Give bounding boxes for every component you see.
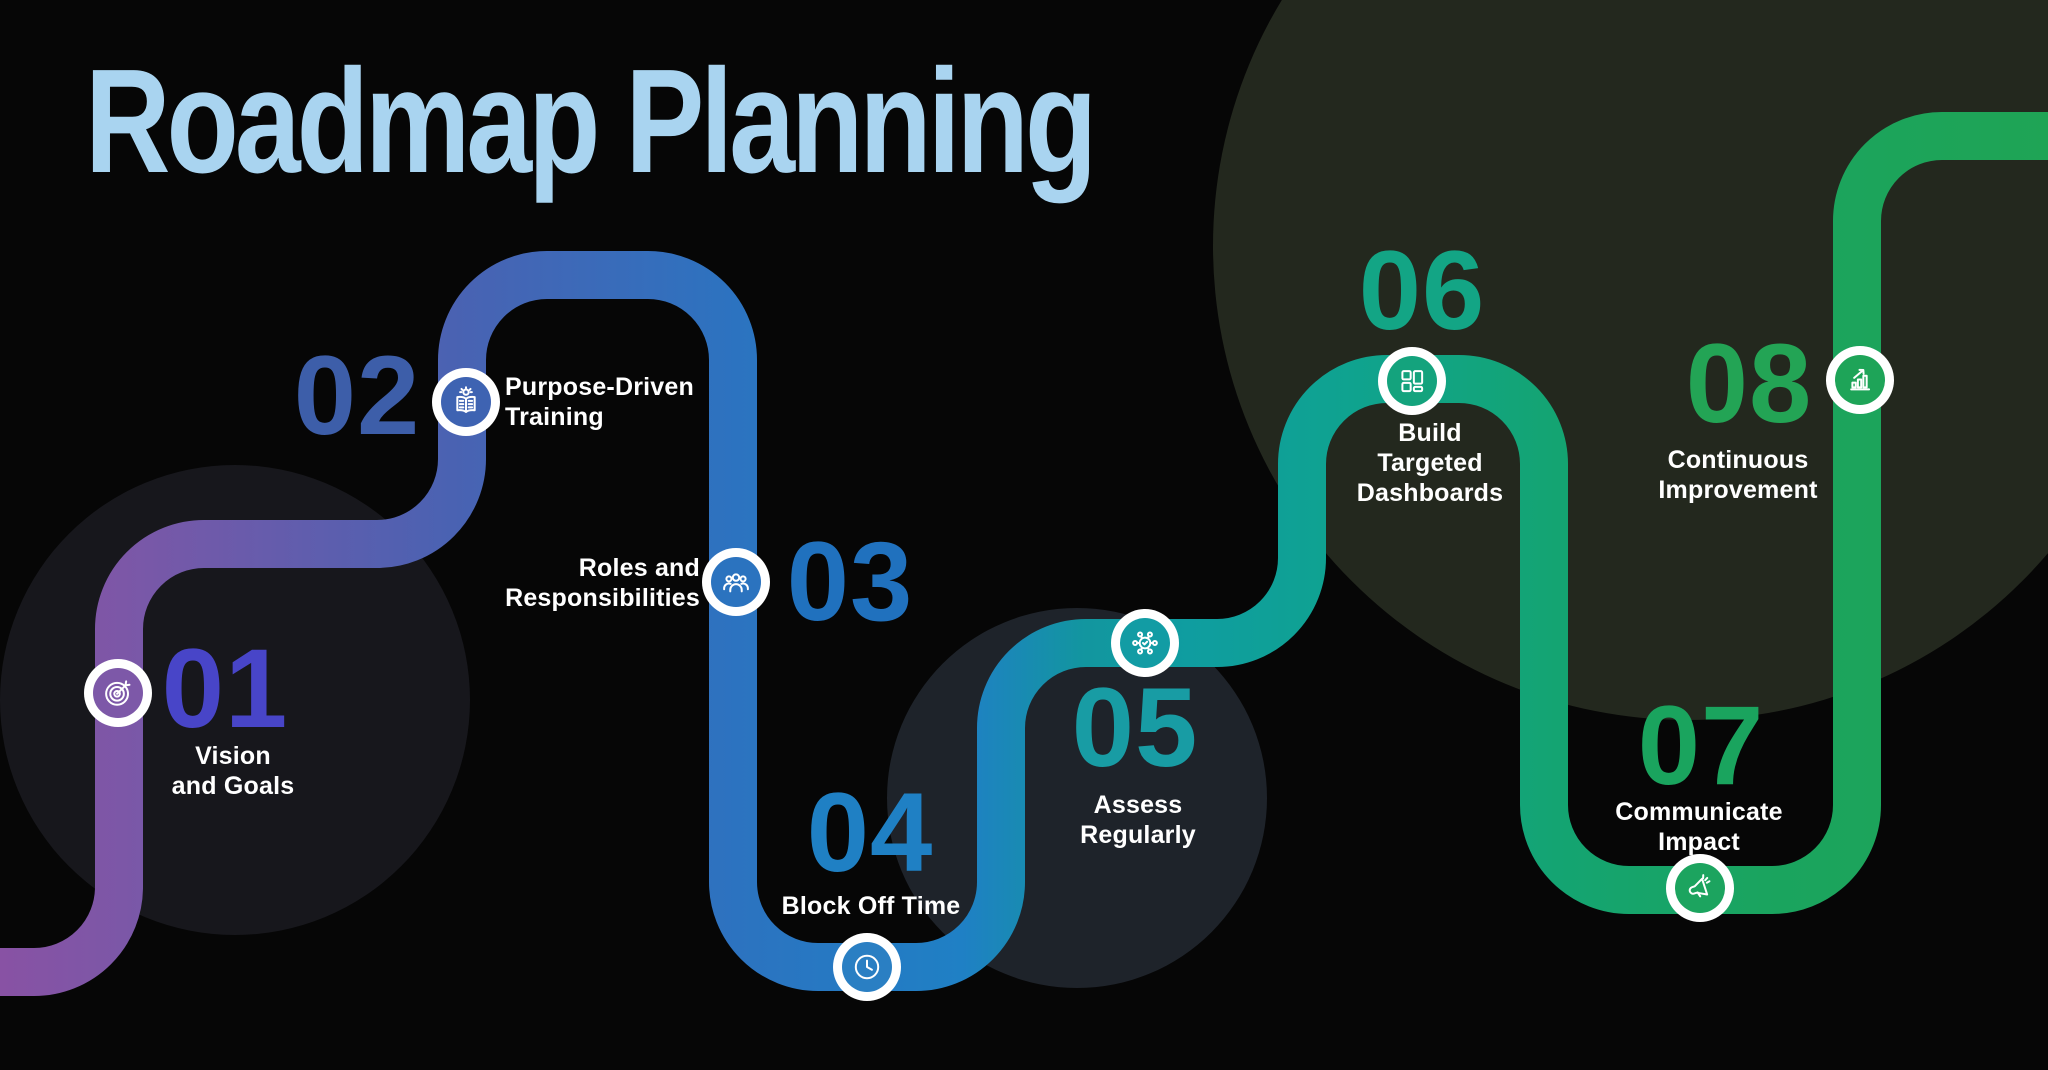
step-07-number: 07 (1637, 683, 1765, 808)
bar-chart-icon (1835, 355, 1885, 405)
step-06-badge (1378, 347, 1446, 415)
clock-icon (842, 942, 892, 992)
road-line (0, 112, 2048, 996)
step-07-badge (1666, 854, 1734, 922)
step-01-number: 01 (161, 626, 289, 751)
step-05-label: Assess Regularly (1080, 791, 1196, 849)
step-08-label: Continuous Improvement (1658, 446, 1818, 504)
step-06-number: 06 (1358, 228, 1486, 353)
step-01-label: Vision and Goals (171, 742, 295, 800)
target-icon (93, 668, 143, 718)
step-07-label: Communicate Impact (1615, 798, 1783, 856)
step-05-number: 05 (1071, 665, 1199, 790)
book-lightbulb-icon (441, 377, 491, 427)
step-04-label: Block Off Time (781, 892, 961, 920)
step-04-number: 04 (806, 770, 934, 895)
step-03-number: 03 (786, 519, 914, 644)
step-02-number: 02 (293, 333, 421, 458)
step-08-number: 08 (1685, 321, 1813, 446)
team-icon (711, 557, 761, 607)
dashboard-icon (1387, 356, 1437, 406)
megaphone-icon (1675, 863, 1725, 913)
step-03-label: Roles and Responsibilities (505, 554, 700, 612)
page-title: Roadmap Planning (85, 39, 1097, 204)
step-03-badge (702, 548, 770, 616)
step-06-label: Build Targeted Dashboards (1356, 419, 1504, 507)
network-icon (1120, 618, 1170, 668)
step-04-badge (833, 933, 901, 1001)
step-02-badge (432, 368, 500, 436)
step-05-badge (1111, 609, 1179, 677)
background-circle-middle (887, 608, 1267, 988)
step-02-label: Purpose-Driven Training (505, 373, 694, 431)
step-08-badge (1826, 346, 1894, 414)
step-01-badge (84, 659, 152, 727)
